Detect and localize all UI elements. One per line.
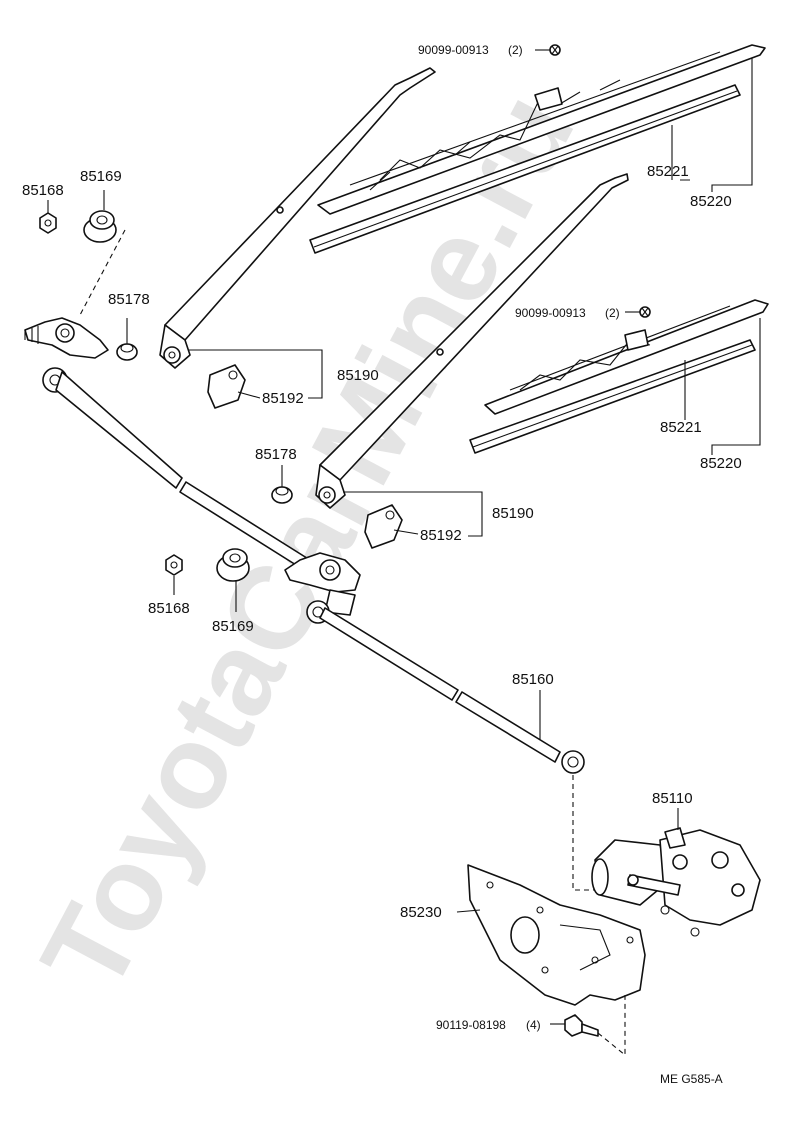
motor-bracket: [467, 864, 646, 1006]
label-link-rod: 85160: [512, 671, 554, 688]
center-pivot: [284, 552, 361, 624]
upper-wiper-blade: [317, 44, 766, 215]
upper-wiper-arm: [159, 67, 436, 369]
left-cap-icon: [116, 343, 138, 361]
upper-arm-cover: [207, 364, 246, 409]
lower-link-rod: [319, 607, 585, 774]
upper-screw-icon: [549, 44, 561, 56]
label-blade-assy-lower: 85220: [700, 455, 742, 472]
label-bolt: 90119-08198: [436, 1018, 506, 1032]
left-pivot: [24, 317, 109, 359]
lower-wiper-refill: [469, 339, 756, 454]
wiper-motor: [591, 827, 761, 937]
lower-arm-cover: [364, 504, 403, 549]
label-cap-left: 85178: [108, 291, 150, 308]
label-grommet-center: 85169: [212, 618, 254, 635]
label-cover-upper: 85192: [262, 390, 304, 407]
lower-screw-icon: [639, 306, 651, 318]
label-cover-lower: 85192: [420, 527, 462, 544]
lower-wiper-blade: [484, 299, 769, 415]
bracket-bolt-icon: [564, 1014, 599, 1037]
link-to-motor-dashline: [572, 775, 600, 891]
center-nut-icon: [165, 554, 183, 576]
bolt-dashline: [597, 995, 626, 1057]
label-bracket: 85230: [400, 904, 442, 921]
label-blade-assy-upper: 85220: [690, 193, 732, 210]
label-cap-center: 85178: [255, 446, 297, 463]
label-blade-upper: 85221: [647, 163, 689, 180]
label-screw-upper: 90099-00913: [418, 43, 489, 57]
label-blade-lower: 85221: [660, 419, 702, 436]
label-bolt-qty: (4): [526, 1018, 541, 1032]
label-arm-lower: 85190: [492, 505, 534, 522]
label-nut-center: 85168: [148, 600, 190, 617]
lower-wiper-arm: [315, 173, 629, 509]
label-nut-left: 85168: [22, 182, 64, 199]
label-screw-lower-qty: (2): [605, 306, 620, 320]
left-grommet-icon: [83, 210, 117, 243]
reference-code: ME G585-A: [660, 1072, 723, 1086]
label-arm-upper: 85190: [337, 367, 379, 384]
upper-wiper-refill: [309, 84, 741, 254]
center-grommet-icon: [216, 548, 250, 582]
center-cap-icon: [271, 486, 293, 504]
upper-link-rod: [42, 367, 311, 571]
leader-lines: [47, 49, 761, 1025]
label-screw-upper-qty: (2): [508, 43, 523, 57]
label-grommet-left: 85169: [80, 168, 122, 185]
left-grommet-dashline: [79, 229, 126, 316]
label-screw-lower: 90099-00913: [515, 306, 586, 320]
label-motor: 85110: [652, 790, 693, 807]
left-nut-icon: [39, 212, 57, 234]
